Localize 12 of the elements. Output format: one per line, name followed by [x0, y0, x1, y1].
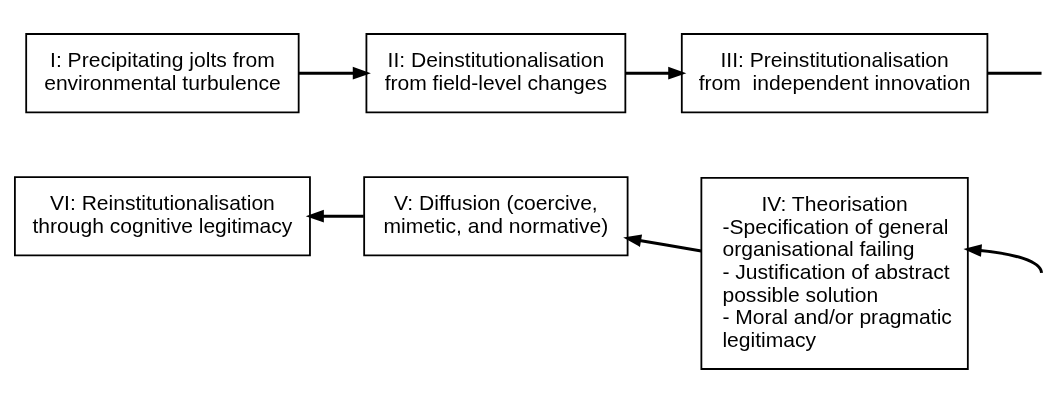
node-box: I: Precipitating jolts from environmental turbulence	[25, 33, 300, 114]
arrow	[625, 66, 687, 80]
node-box: II: Deinstitutionalisation from field-level changes	[365, 33, 627, 114]
arrow	[623, 234, 702, 253]
node-box: III: Preinstitutionalisation from independent innovation	[680, 33, 989, 114]
node-box: IV: Theorisation -Specification of general organisational failing - Justification of abstract possible solution - Moral and/or pragmatic legitimacy	[700, 176, 969, 370]
connector	[987, 71, 1042, 75]
node-box: V: Diffusion (coercive, mimetic, and normative)	[363, 176, 629, 257]
arrow	[298, 66, 371, 80]
arrow	[963, 244, 1044, 274]
arrow	[305, 209, 364, 223]
node-box: VI: Reinstitutionalisation through cognitive legitimacy	[14, 176, 311, 257]
